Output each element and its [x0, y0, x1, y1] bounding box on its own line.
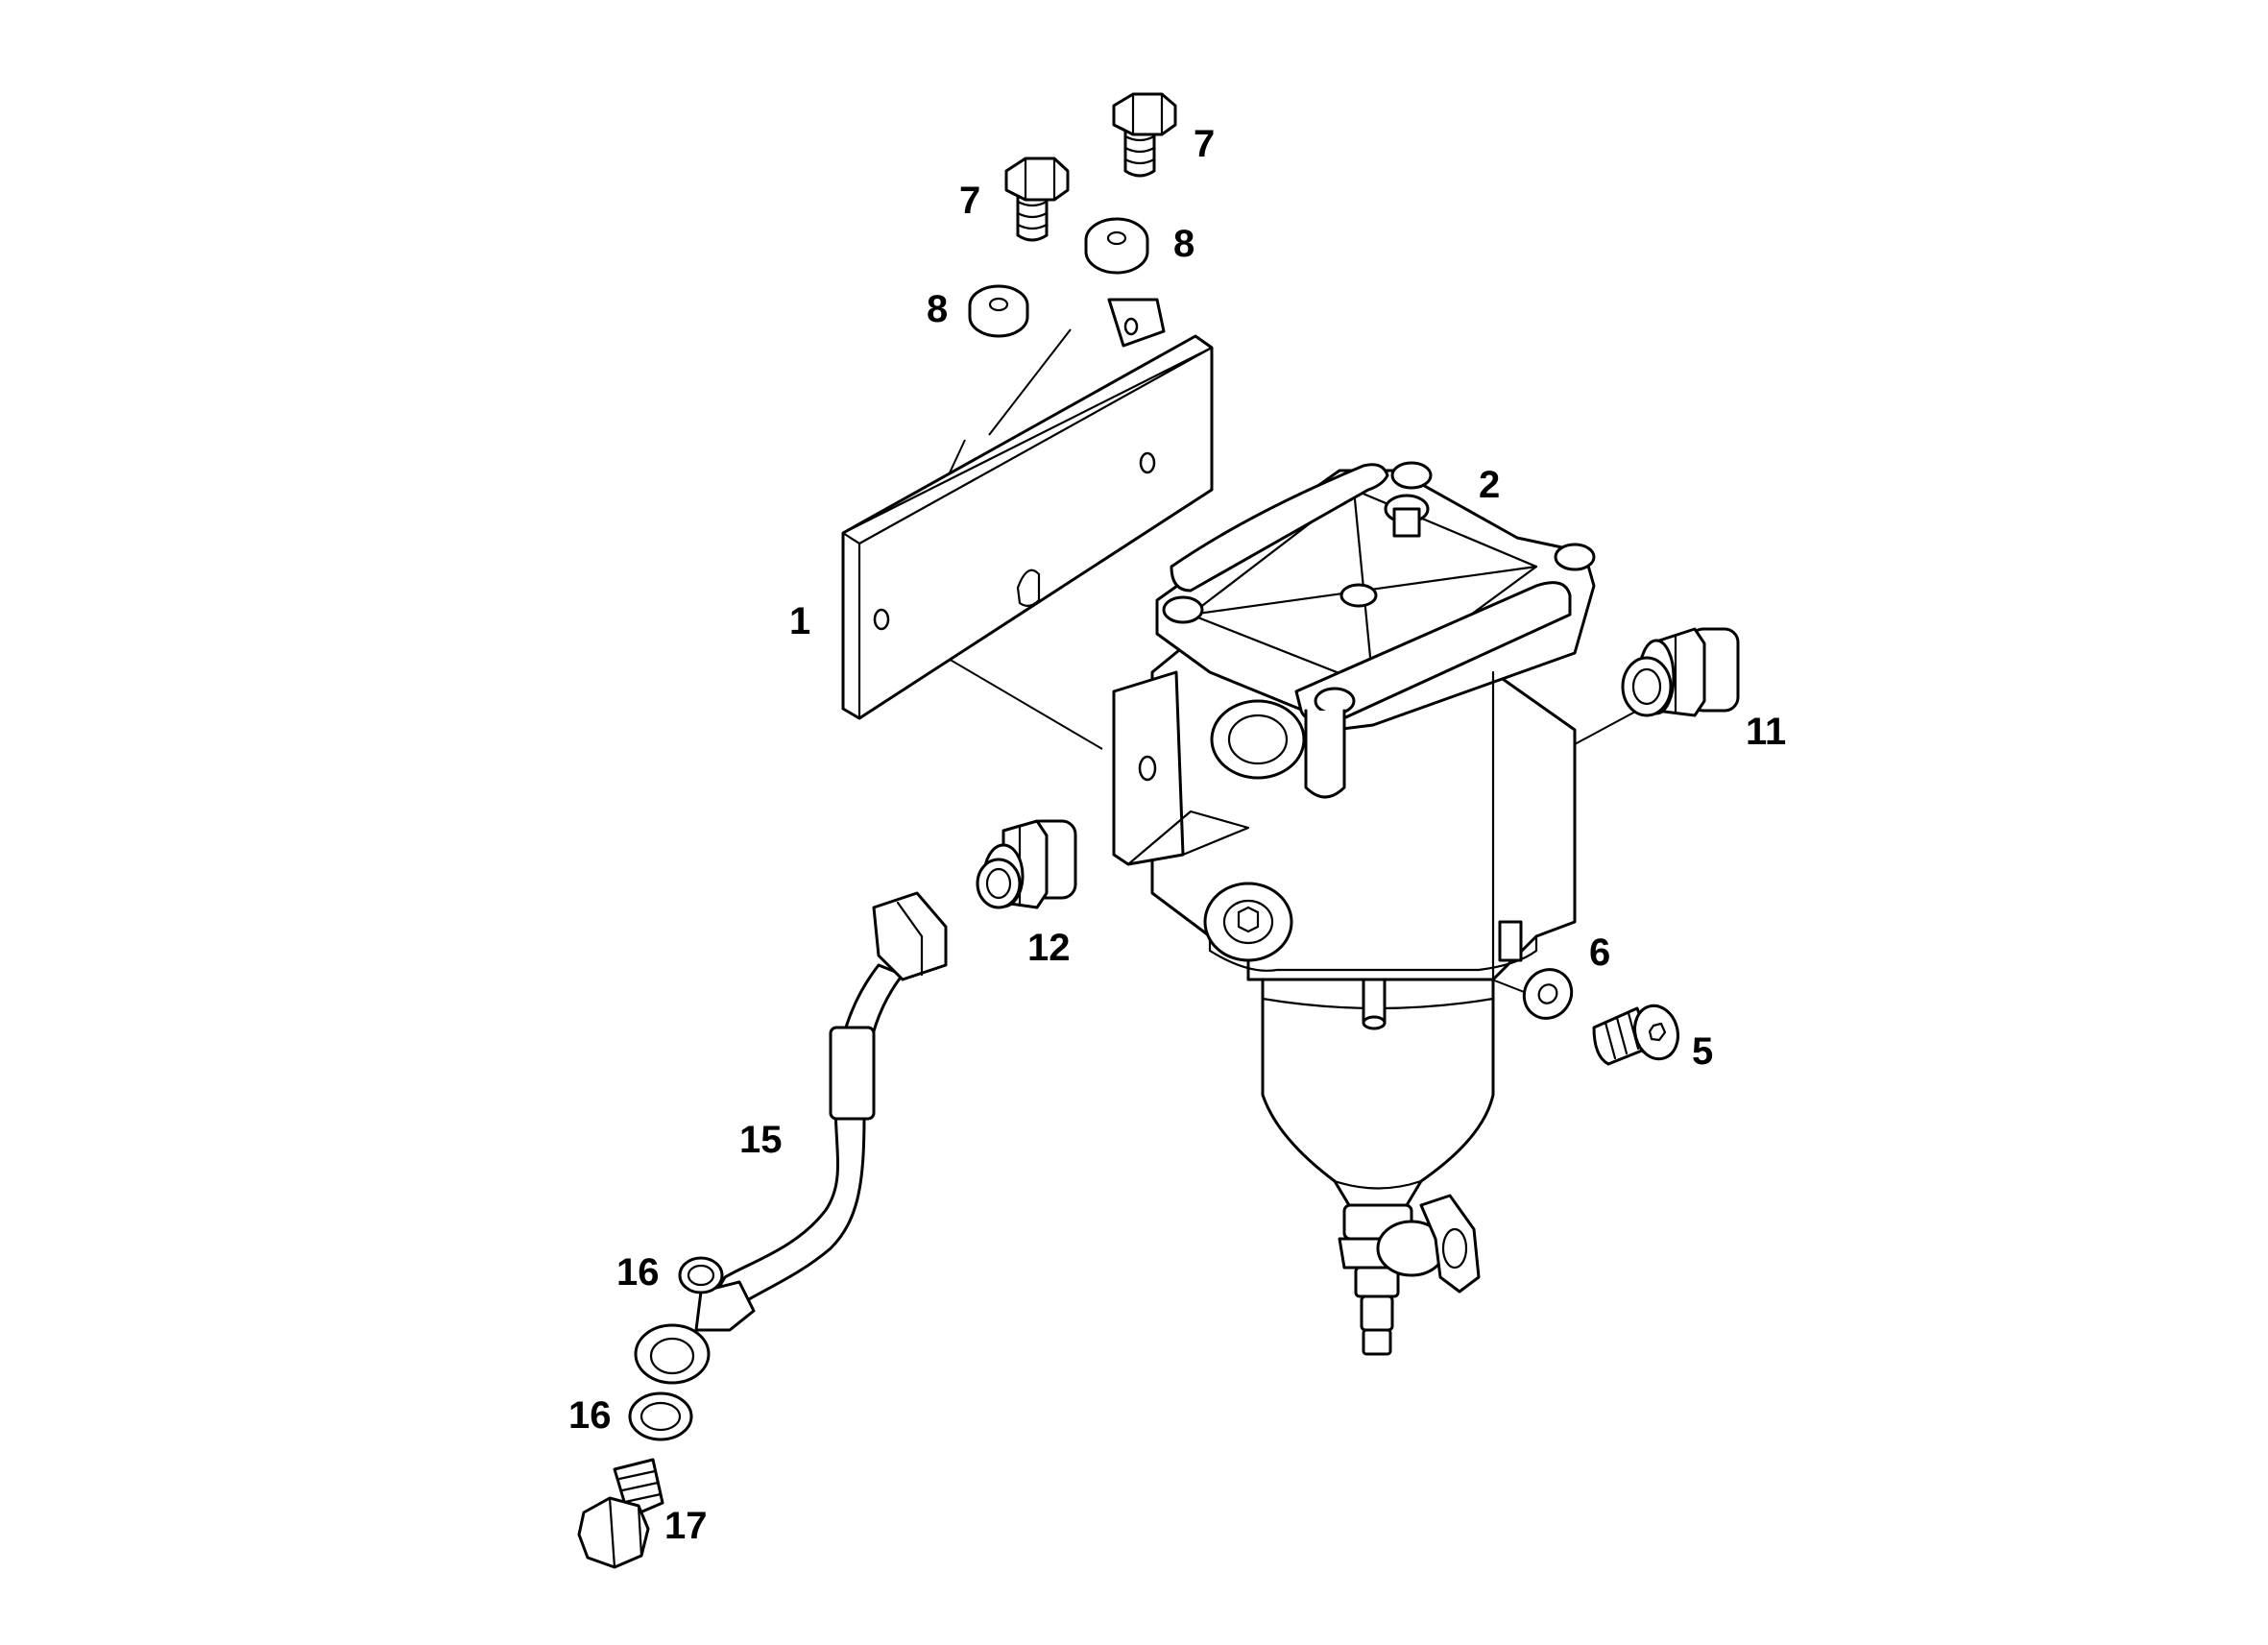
callout-7-right: 7	[1194, 123, 1215, 165]
callout-6: 6	[1589, 931, 1610, 974]
callout-12: 12	[1027, 927, 1071, 969]
callout-labels: 1 2 5 6 7 7 8 8 11 12 15 16 16 17	[568, 123, 1786, 1547]
screw-part-5	[1592, 1004, 1679, 1066]
callout-17: 17	[664, 1505, 708, 1547]
bolt-part-7-right	[1112, 92, 1177, 178]
washer-part-8-right	[1084, 217, 1149, 275]
fuel-line-part-15	[634, 891, 948, 1385]
fitting-part-12	[976, 819, 1077, 909]
bolt-part-7-left	[1004, 157, 1070, 242]
callout-15: 15	[739, 1119, 783, 1161]
washer-part-8-left	[968, 284, 1029, 338]
banjo-bolt-part-17	[577, 1458, 664, 1569]
fitting-part-11	[1621, 627, 1740, 717]
filter-housing-part-2	[1112, 461, 1596, 1356]
sealing-ring-part-16-upper	[678, 1256, 724, 1294]
washer-part-6	[1522, 968, 1574, 1020]
callout-5: 5	[1692, 1030, 1713, 1073]
mounting-plate-part-1	[841, 298, 1214, 720]
callout-7-left: 7	[959, 180, 980, 222]
callout-16-lower: 16	[568, 1394, 612, 1437]
callout-8-left: 8	[927, 288, 948, 330]
callout-1: 1	[789, 600, 810, 642]
sealing-ring-part-16-lower	[628, 1391, 693, 1441]
callout-16-upper: 16	[616, 1251, 660, 1294]
callout-2: 2	[1479, 464, 1500, 506]
callout-11: 11	[1746, 711, 1786, 753]
callout-8-right: 8	[1173, 223, 1194, 265]
